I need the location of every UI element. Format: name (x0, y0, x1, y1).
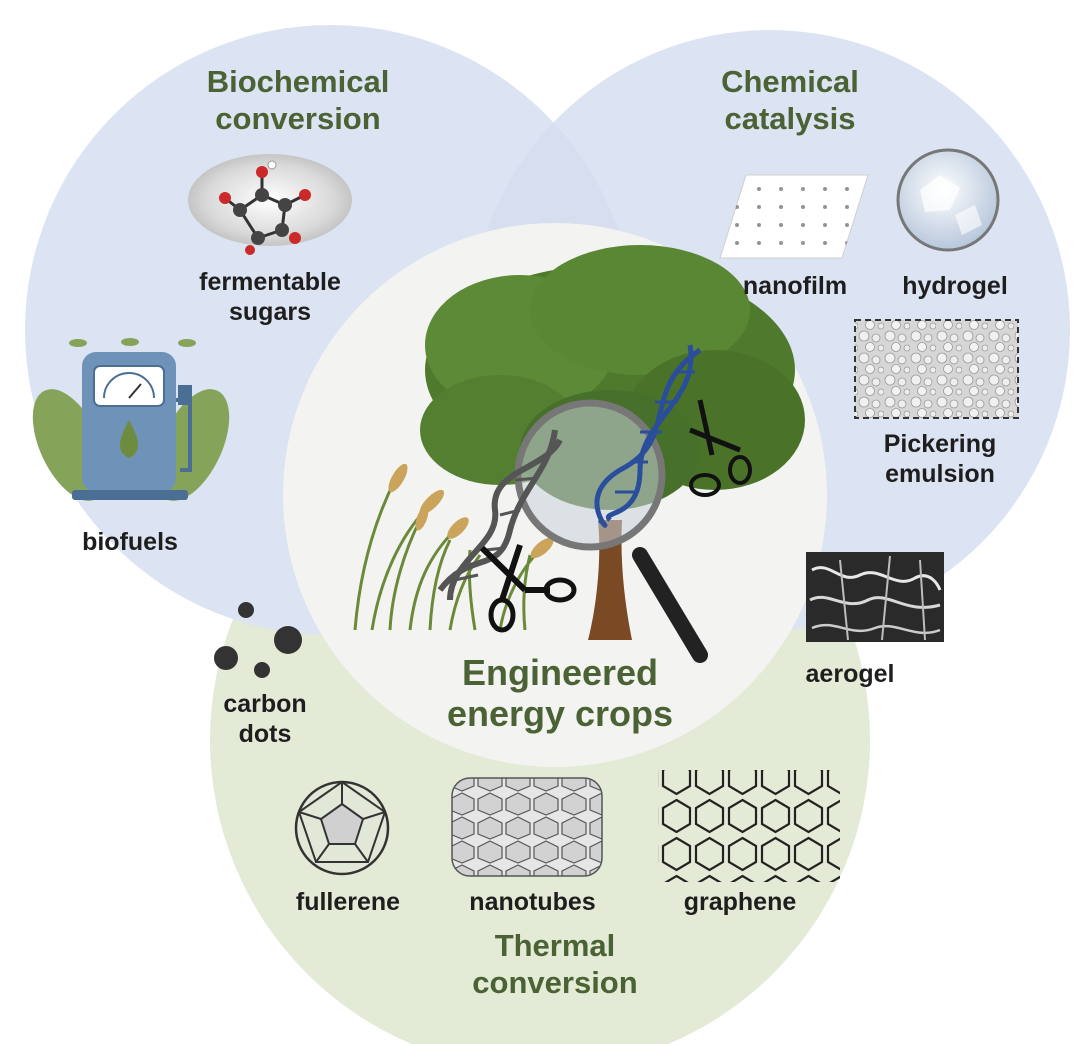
carbon-dots-label: carbon dots (223, 690, 307, 748)
pickering-emulsion-label: Pickering emulsion (883, 430, 997, 488)
fullerene-label: fullerene (295, 888, 401, 916)
grass-seed-heads (388, 463, 554, 559)
scissors-icon-2 (689, 399, 752, 497)
fuel-pump-icon (32, 338, 230, 501)
fermentable-sugars-label: fermentable sugars (199, 268, 341, 326)
nanofilm-label: nanofilm (742, 272, 848, 300)
engineered-energy-crops-label: Engineered energy crops (446, 652, 674, 735)
biochemical-conversion-title: Biochemical conversion (206, 64, 390, 136)
biofuels-label: biofuels (82, 528, 178, 556)
carbon-dots-icon (214, 602, 302, 678)
dna-helix-blue-icon (594, 344, 702, 528)
chemical-catalysis-title: Chemical catalysis (721, 64, 859, 136)
aerogel-label: aerogel (805, 660, 895, 688)
scissors-icon (479, 544, 577, 633)
fullerene-icon (294, 780, 390, 876)
graphene-icon (658, 770, 840, 882)
nanotubes-label: nanotubes (469, 888, 596, 916)
sugar-molecule-icon (188, 154, 352, 255)
aerogel-icon (806, 552, 944, 642)
dna-helix-grey-icon (437, 429, 563, 601)
hydrogel-label: hydrogel (902, 272, 1008, 300)
graphene-label: graphene (683, 888, 797, 916)
thermal-conversion-title: Thermal conversion (472, 928, 638, 1000)
hydrogel-icon (896, 148, 1000, 252)
nanotubes-icon (451, 777, 603, 877)
nanofilm-icon (719, 174, 869, 259)
pickering-emulsion-icon (854, 319, 1019, 419)
